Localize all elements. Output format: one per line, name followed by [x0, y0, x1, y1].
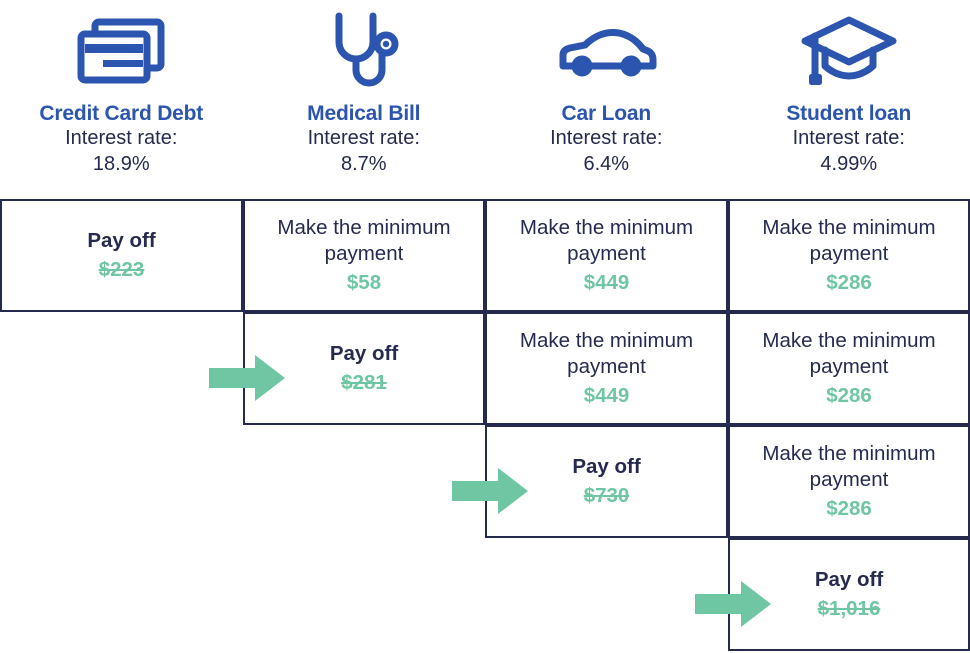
cell-amount: $223: [98, 257, 145, 281]
debt-title: Student loan: [786, 102, 912, 125]
debt-title: Car Loan: [561, 102, 652, 125]
debt-column-header-car-loan: Car Loan Interest rate: 6.4%: [485, 0, 728, 199]
table-row: Make the minimum payment $286: [728, 312, 970, 425]
table-row: Make the minimum payment $58: [243, 199, 485, 312]
debt-column-header-medical-bill: Medical Bill Interest rate: 8.7%: [243, 0, 486, 199]
table-row: Make the minimum payment $286: [728, 199, 970, 312]
debt-snowball-grid: Pay off $223 Make the minimum payment $5…: [0, 199, 970, 653]
table-row: Make the minimum payment $449: [485, 312, 728, 425]
cell-amount: $58: [346, 270, 382, 294]
cell-amount: $281: [341, 370, 387, 394]
cell-action: Pay off: [814, 568, 884, 592]
cell-action: Pay off: [329, 342, 399, 366]
stethoscope-icon: [314, 0, 414, 100]
table-row: Pay off $730: [485, 425, 728, 538]
debt-title: Credit Card Debt: [39, 102, 204, 125]
interest-rate-value: 6.4%: [583, 153, 630, 176]
table-row: Pay off $223: [0, 199, 243, 312]
credit-card-icon: [71, 0, 171, 100]
table-row: Make the minimum payment $286: [728, 425, 970, 538]
cell-amount: $286: [826, 270, 872, 294]
interest-rate-label: Interest rate:: [307, 127, 420, 150]
debt-columns-header: Credit Card Debt Interest rate: 18.9% Me…: [0, 0, 970, 199]
debt-title: Medical Bill: [307, 102, 421, 125]
interest-rate-label: Interest rate:: [65, 127, 178, 150]
debt-column-header-student-loan: Student loan Interest rate: 4.99%: [728, 0, 970, 199]
interest-rate-value: 4.99%: [820, 153, 878, 176]
cell-action: Make the minimum payment: [762, 329, 936, 379]
interest-rate-value: 18.9%: [92, 153, 150, 176]
cell-action: Make the minimum payment: [277, 216, 451, 266]
cell-amount: $449: [583, 270, 630, 294]
cell-action: Make the minimum payment: [762, 216, 936, 266]
cell-action: Make the minimum payment: [762, 442, 936, 492]
cell-amount: $730: [583, 483, 630, 507]
cell-amount: $286: [826, 496, 872, 520]
cell-action: Pay off: [87, 229, 156, 253]
table-row: Make the minimum payment $449: [485, 199, 728, 312]
cell-amount: $449: [583, 383, 630, 407]
interest-rate-label: Interest rate:: [550, 127, 663, 150]
interest-rate-value: 8.7%: [340, 153, 387, 176]
debt-column-header-credit-card: Credit Card Debt Interest rate: 18.9%: [0, 0, 243, 199]
table-row: Pay off $1,016: [728, 538, 970, 651]
cell-action: Make the minimum payment: [519, 216, 694, 266]
graduation-cap-icon: [797, 0, 901, 100]
table-row: Pay off $281: [243, 312, 485, 425]
cell-amount: $1,016: [817, 596, 881, 620]
cell-action: Pay off: [572, 455, 641, 479]
cell-amount: $286: [826, 383, 872, 407]
interest-rate-label: Interest rate:: [792, 127, 905, 150]
car-icon: [551, 0, 661, 100]
cell-action: Make the minimum payment: [519, 329, 694, 379]
